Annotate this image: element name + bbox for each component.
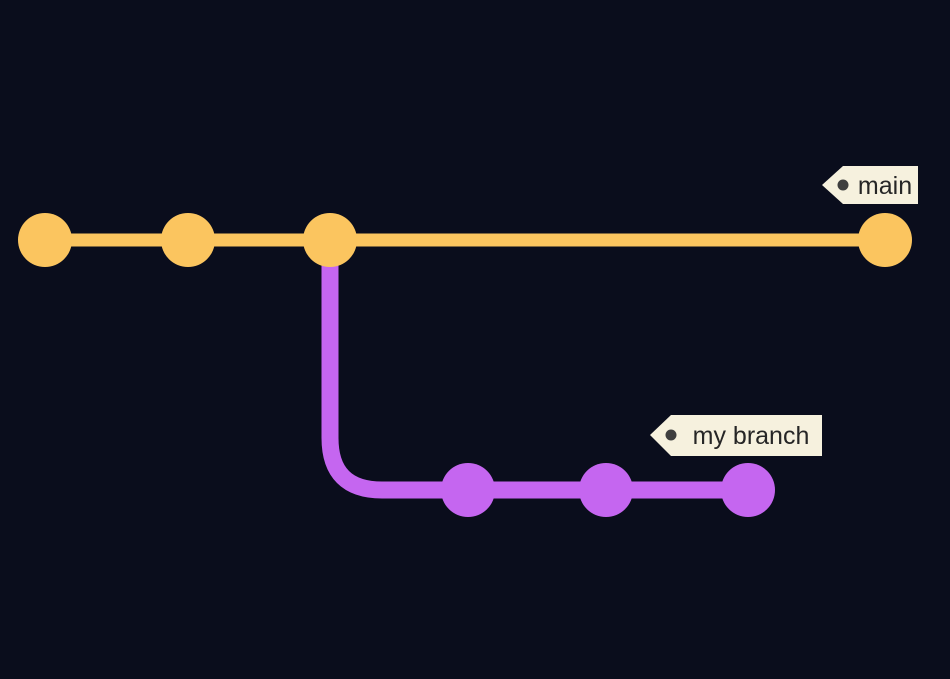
main-branch-label: main [858, 172, 912, 200]
feature-commit-node [579, 463, 633, 517]
feature-branch-label: my branch [693, 422, 810, 450]
tag-dot-icon [837, 179, 849, 191]
main-commit-node [303, 213, 357, 267]
main-branch [18, 213, 912, 267]
feature-commit-node [721, 463, 775, 517]
feature-commit-node [441, 463, 495, 517]
main-branch-tag: main [822, 166, 918, 204]
feature-branch-line [321, 240, 748, 499]
tag-dot-icon [665, 429, 677, 441]
tag-shape [650, 415, 822, 456]
tag-shape [822, 166, 918, 204]
main-commit-node [858, 213, 912, 267]
feature-branch [321, 240, 775, 517]
main-commit-node [161, 213, 215, 267]
main-commit-node [18, 213, 72, 267]
feature-branch-tag: my branch [650, 415, 822, 456]
